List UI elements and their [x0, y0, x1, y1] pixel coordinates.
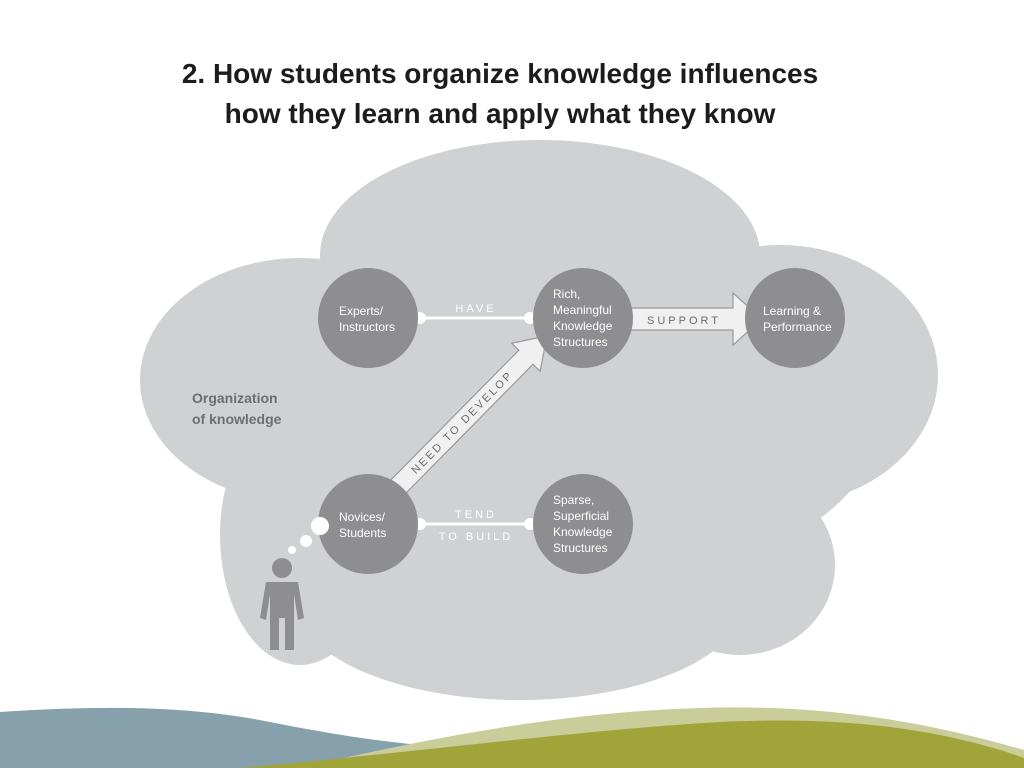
slide-title: 2. How students organize knowledge influ…: [0, 54, 1000, 134]
organization-label-line-1: Organization: [192, 390, 278, 406]
node-sparse-line-4: Structures: [553, 541, 608, 555]
node-sparse-line-3: Knowledge: [553, 525, 613, 539]
node-rich-line-1: Rich,: [553, 287, 580, 301]
node-rich-structures: Rich, Meaningful Knowledge Structures: [533, 268, 633, 368]
node-learning-performance: Learning & Performance: [745, 268, 845, 368]
support-label: SUPPORT: [647, 315, 721, 327]
node-learning-line-2: Performance: [763, 320, 832, 334]
node-experts-line-2: Instructors: [339, 320, 395, 334]
node-novices-line-2: Students: [339, 526, 386, 540]
node-experts-instructors: Experts/ Instructors: [318, 268, 418, 368]
node-experts-line-1: Experts/: [339, 304, 384, 318]
svg-text:of knowledge: of knowledge: [192, 411, 282, 427]
tend-to-build-connector: TEND TO BUILD: [414, 509, 536, 543]
slide-title-line-1: 2. How students organize knowledge influ…: [181, 58, 819, 89]
node-sparse-line-2: Superficial: [553, 509, 609, 523]
thought-bubbles: [288, 517, 329, 554]
have-connector: HAVE: [414, 303, 536, 324]
person-icon: [260, 558, 304, 650]
node-learning-line-1: Learning &: [763, 304, 821, 318]
slide-title-line-2: how they learn and apply what they know: [224, 98, 776, 129]
organization-label-line-2: of knowledge: [192, 411, 282, 427]
tend-label: TEND: [455, 509, 497, 521]
node-novices-line-1: Novices/: [339, 510, 386, 524]
node-sparse-structures: Sparse, Superficial Knowledge Structures: [533, 474, 633, 574]
node-rich-line-4: Structures: [553, 335, 608, 349]
node-rich-line-3: Knowledge: [553, 319, 613, 333]
svg-text:Organization: Organization: [192, 390, 278, 406]
node-novices-students: Novices/ Students: [318, 474, 418, 574]
to-build-label: TO BUILD: [439, 531, 514, 543]
node-rich-line-2: Meaningful: [553, 303, 612, 317]
node-sparse-line-1: Sparse,: [553, 493, 594, 507]
decorative-waves: [0, 707, 1024, 768]
have-label: HAVE: [455, 303, 496, 315]
